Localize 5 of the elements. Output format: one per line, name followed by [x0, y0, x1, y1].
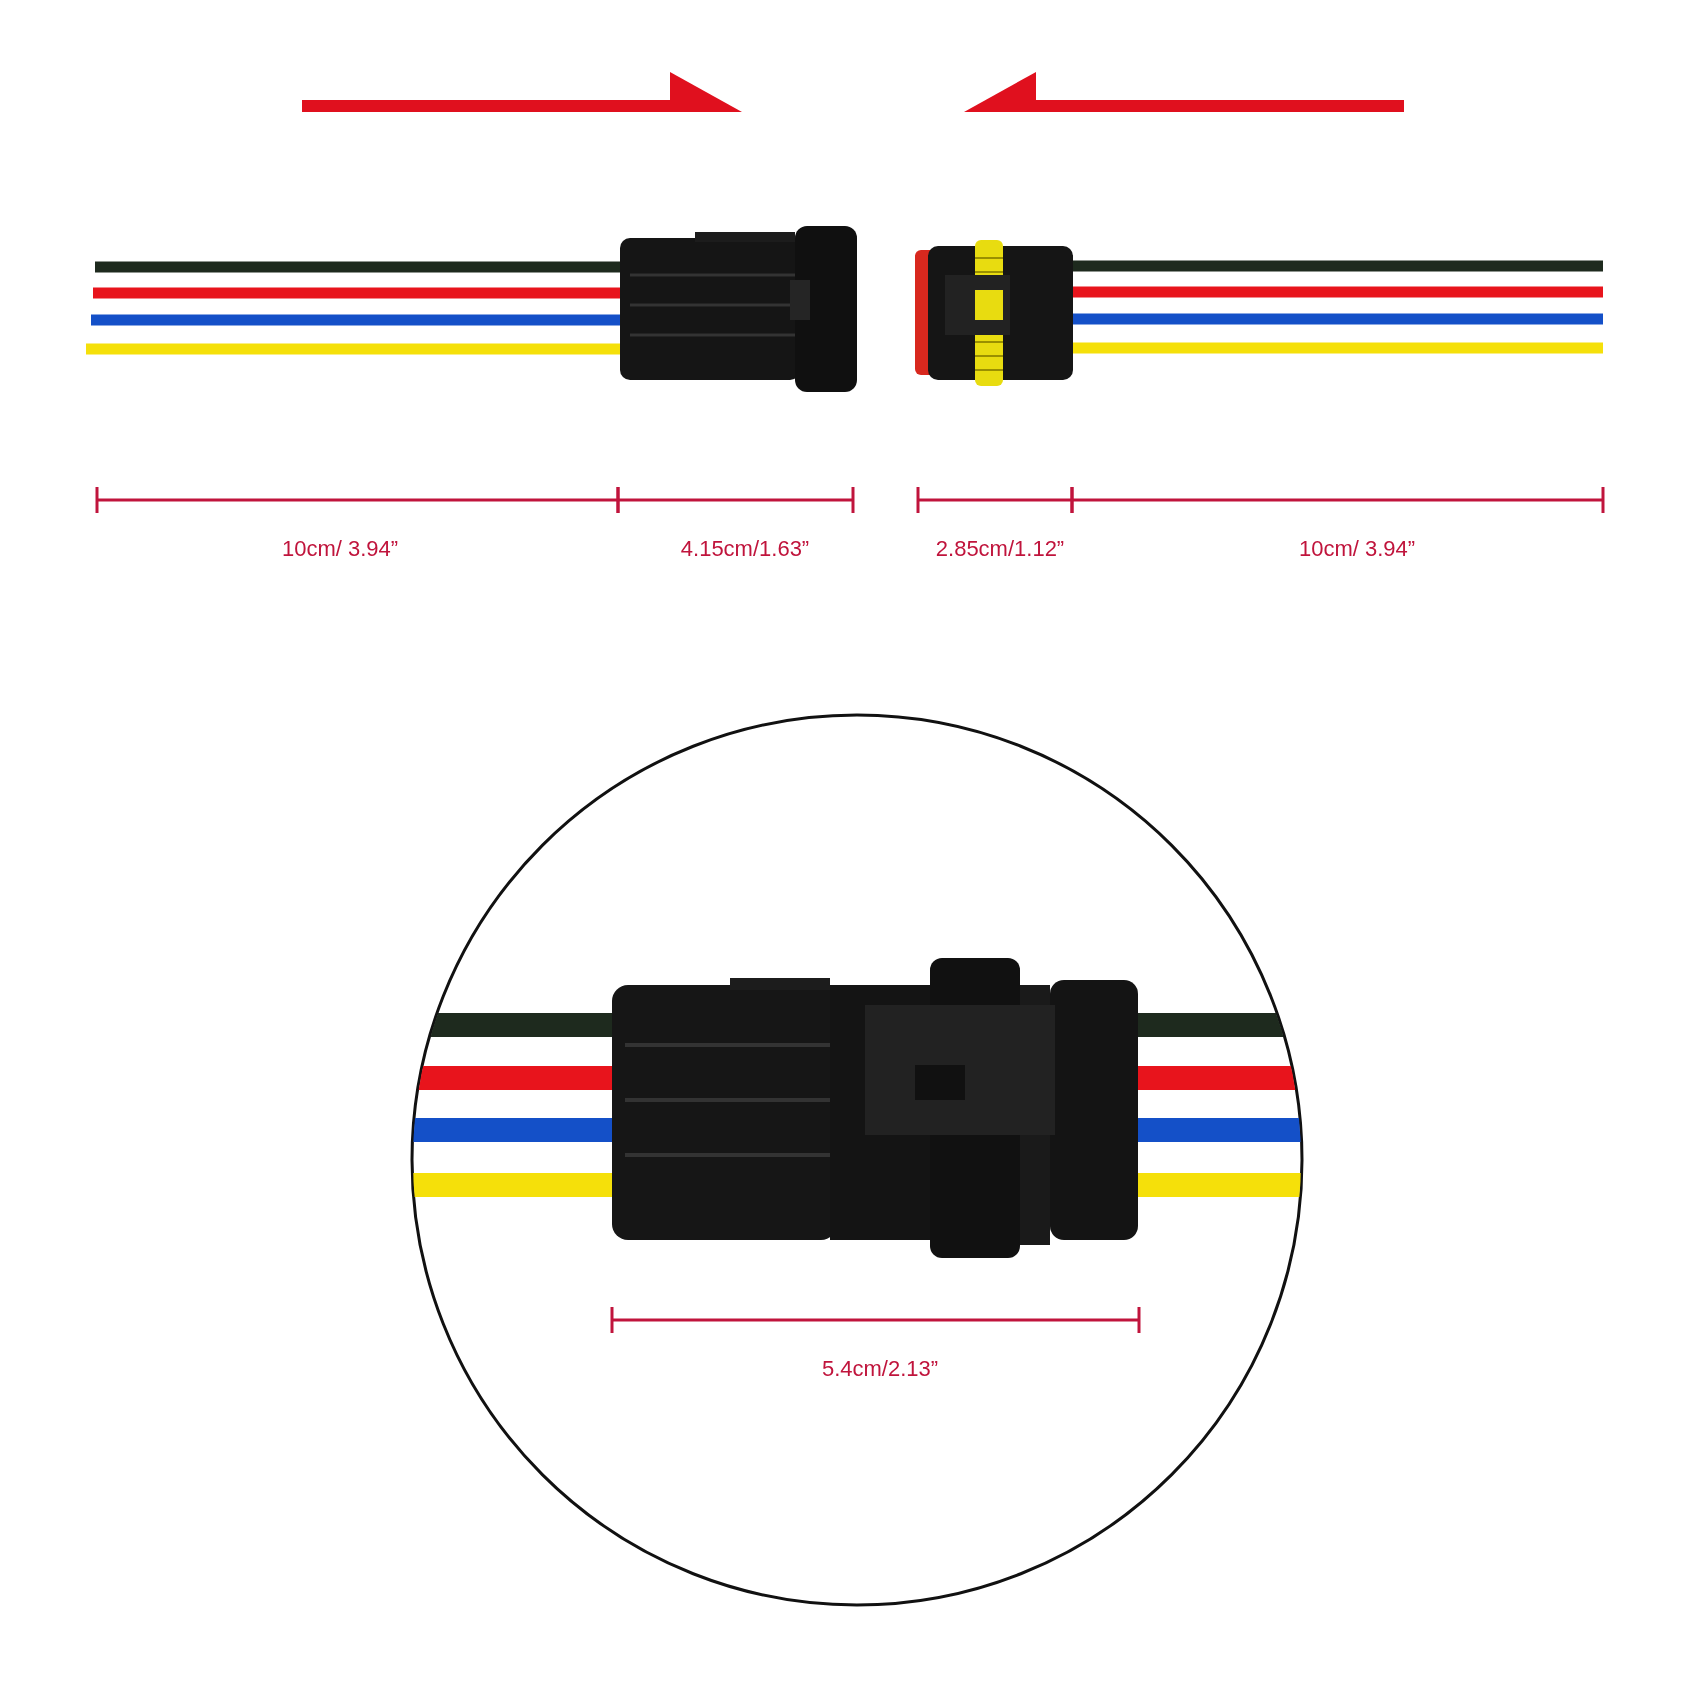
dimension-label: 10cm/ 3.94” — [1298, 536, 1416, 562]
dimension-label: 5.4cm/2.13” — [821, 1356, 939, 1382]
dimension-label: 10cm/ 3.94” — [281, 536, 399, 562]
dimension-label: 4.15cm/1.63” — [680, 536, 810, 562]
dimension-label: 2.85cm/1.12” — [935, 536, 1065, 562]
